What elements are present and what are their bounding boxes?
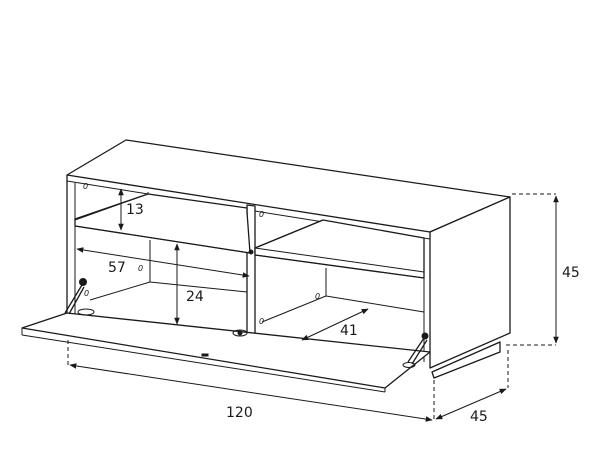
center-hinge	[232, 329, 248, 337]
left-shelf	[74, 193, 251, 254]
dim-label-width: 120	[226, 405, 253, 421]
right-bottom-back	[261, 295, 327, 323]
shelf-hole-icon: 0	[138, 264, 143, 273]
cabinet-right-side	[429, 196, 511, 369]
shelf-hole-icon: 0	[315, 292, 320, 301]
dim-line-width	[69, 363, 433, 422]
shelf-hole-icon: 0	[259, 210, 264, 219]
right-shelf-front	[254, 254, 425, 279]
right-shelf-top	[254, 247, 425, 273]
dim-label-inner-depth: 41	[340, 323, 358, 339]
shelf-hole-icon: 0	[83, 182, 88, 191]
divider-pin	[248, 249, 254, 255]
right-bottom-back-2	[325, 295, 425, 313]
dim-label-height: 45	[562, 265, 580, 281]
cabinet-base	[431, 341, 501, 379]
dim-line-inner-depth	[301, 308, 369, 341]
left-door-stay	[64, 278, 95, 316]
right-shelf-back-edge	[254, 219, 324, 249]
dim-label-inner-width: 57	[108, 260, 126, 276]
dim-line-depth	[435, 388, 507, 420]
drop-down-door	[21, 312, 431, 389]
left-bottom-back	[89, 281, 151, 301]
shelf-hole-icon: 0	[259, 317, 264, 326]
dim-label-compartment-height: 24	[186, 289, 204, 305]
door-handle-notch	[201, 353, 209, 357]
left-shelf-back	[74, 193, 149, 221]
left-bottom-back-2	[149, 281, 248, 293]
shelf-hole-icon: 0	[84, 289, 89, 298]
dim-label-depth: 45	[470, 409, 488, 425]
right-shelf	[254, 219, 425, 279]
dim-label-shelf-gap: 13	[126, 202, 144, 218]
dim-line-inner-width	[76, 247, 250, 278]
